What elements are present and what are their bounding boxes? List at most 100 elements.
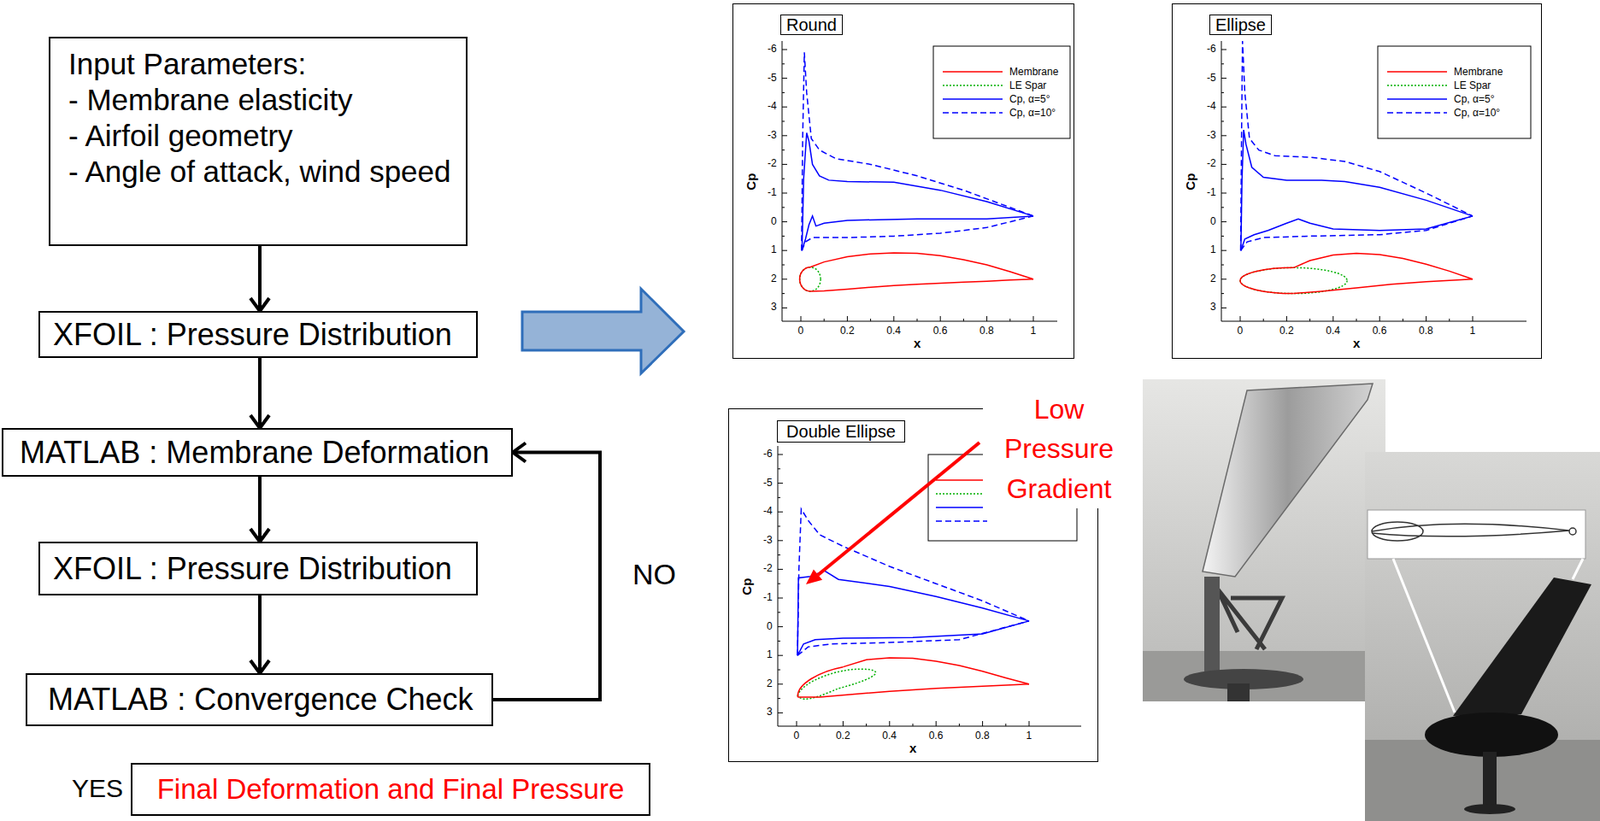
flow-connector (250, 476, 270, 542)
tick-label: 0.4 (886, 325, 901, 338)
tick-label: 0 (1237, 325, 1244, 338)
tick-label: 0 (1210, 216, 1217, 229)
tick-label: -2 (763, 563, 773, 576)
illustration-polyline (801, 132, 1034, 251)
tick-label: -2 (1206, 158, 1217, 171)
illustration-polyline (797, 509, 1030, 656)
illustration-path (1221, 321, 1527, 323)
chart-round (733, 4, 1075, 359)
box-text: Ellipse (1214, 15, 1267, 35)
illustration-path (1211, 577, 1283, 650)
illustration-polygon (1452, 577, 1592, 717)
illustration-path (935, 493, 988, 495)
legend-sample (942, 108, 1003, 118)
legend-text: Cp, α=5° (1453, 93, 1495, 106)
legend-sample (942, 67, 1003, 77)
legend-line (942, 111, 1003, 114)
tick-label: 1 (1470, 325, 1477, 338)
tick-label: 1 (1210, 244, 1217, 257)
illustration-rect (1364, 452, 1600, 821)
legend-sample (1387, 81, 1448, 90)
illustration-g (800, 52, 1034, 292)
tick-label: 0.2 (840, 325, 855, 338)
list-item: - Angle of attack, wind speed (68, 153, 454, 190)
decision-box: MATLAB : Convergence Check (25, 673, 494, 727)
tick-label: 0.6 (933, 325, 948, 338)
illustration-rect (733, 4, 1075, 359)
axis-title: Cp (743, 172, 759, 190)
illustration-path (1371, 523, 1570, 537)
legend-line (942, 84, 1003, 87)
arrowhead (250, 298, 270, 312)
legend-entry: Cp, α=10° (1387, 105, 1500, 120)
tick-label: -6 (763, 448, 773, 461)
legend-text: Cp, α=10° (1009, 106, 1056, 119)
axis-title: x (1352, 335, 1360, 351)
block-arrow (522, 288, 684, 374)
tick-label: 0.4 (1325, 325, 1341, 338)
illustration-rect (1367, 510, 1586, 559)
legend-entry: Membrane (942, 64, 1059, 79)
legend-sample (942, 94, 1003, 104)
flow-outcome-label: YES (71, 774, 124, 805)
chart-title-box: Double Ellipse (776, 420, 906, 443)
illustration-polyline (1241, 216, 1473, 251)
legend-text: LE Spar (1453, 79, 1491, 92)
legend-entry: LE Spar (1387, 78, 1491, 93)
connector-line (258, 246, 262, 309)
chart-title-box: Ellipse (1209, 14, 1272, 36)
legend-sample (1387, 108, 1448, 118)
box-text: Input Parameters: (68, 46, 454, 83)
connector-line (493, 452, 600, 701)
tick-label: 2 (1210, 273, 1217, 286)
box-text: XFOIL : Pressure Distribution (52, 551, 468, 587)
leader-line (817, 442, 980, 576)
legend-line (942, 70, 1003, 73)
tick-label: 0 (770, 216, 777, 229)
tick-label: 0.8 (975, 730, 990, 743)
illustration-polyline (842, 658, 1030, 685)
tick-label: 0 (766, 621, 773, 634)
chart-title-box: Round (780, 14, 843, 36)
box-text: Final Deformation and Final Pressure (141, 773, 641, 806)
tick-label: -6 (1206, 43, 1217, 56)
illustration-rect (933, 46, 1071, 139)
connector-line (258, 358, 262, 426)
tick-label: -4 (1206, 100, 1217, 113)
box-text: MATLAB : Convergence Check (47, 682, 483, 718)
tick-label: 0.8 (1418, 325, 1434, 338)
box-text: Round (785, 15, 838, 35)
tick-label: 2 (770, 273, 777, 286)
tick-label: 1 (770, 244, 777, 257)
axis-title: Cp (739, 577, 754, 595)
illustration-g (797, 509, 1030, 700)
photo-membrane-wing (1364, 452, 1600, 821)
legend-text: Membrane (1453, 65, 1503, 78)
flow-connector (250, 358, 270, 429)
axis-title: x (909, 741, 917, 756)
illustration-rect (1482, 752, 1497, 809)
tick-label: 3 (766, 706, 773, 719)
arrowhead (512, 443, 526, 463)
tick-label: -2 (767, 158, 777, 171)
legend-sample (1387, 67, 1448, 77)
illustration-polyline (1294, 253, 1473, 280)
illustration-polyline (797, 621, 1030, 656)
tick-label: 1 (1026, 730, 1033, 743)
illustration-ellipse (1424, 712, 1559, 758)
tick-label: -6 (767, 43, 777, 56)
box-text: Double Ellipse (782, 422, 900, 442)
illustration-polyline (801, 216, 1034, 251)
tick-label: -1 (767, 187, 777, 200)
illustration-polyline (1241, 129, 1473, 251)
process-box: MATLAB : Membrane Deformation (1, 428, 513, 477)
list-item: - Membrane elasticity (68, 82, 454, 118)
illustration-circle (1569, 528, 1577, 536)
illustration-rect (1204, 576, 1220, 680)
process-box: XFOIL : Pressure Distribution (38, 311, 478, 359)
legend-text: Cp, α=5° (1009, 93, 1050, 106)
photo-wing-model (1142, 379, 1386, 702)
illustration-ellipse (1464, 804, 1516, 815)
list-item: - Airfoil geometry (68, 117, 454, 154)
